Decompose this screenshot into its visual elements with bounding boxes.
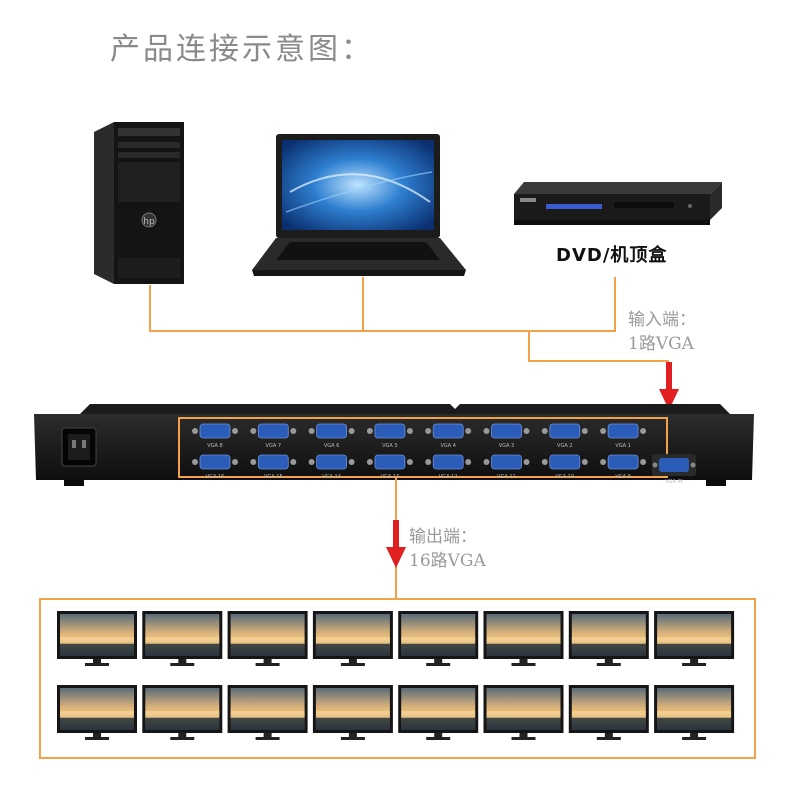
- dvd-settop-box-label: DVD/机顶盒: [556, 241, 667, 267]
- monitor-5: [398, 611, 478, 666]
- wire-input-across: [528, 360, 669, 362]
- output-arrow-icon: [386, 520, 406, 570]
- vga-port-label: VGA 11: [497, 474, 516, 480]
- monitor-10: [142, 685, 222, 740]
- input-label-line1: 输入端：: [628, 308, 696, 332]
- input-label: 输入端： 1路VGA: [628, 308, 696, 356]
- vga-port-label: VGA 2: [557, 443, 573, 449]
- wire-desktop: [149, 285, 151, 332]
- monitor-8: [654, 611, 734, 666]
- monitor-13: [398, 685, 478, 740]
- desktop-computer-icon: hp: [90, 118, 190, 290]
- wire-dvd: [614, 277, 616, 332]
- vga-port-label: VGA 9: [615, 474, 631, 480]
- svg-text:hp: hp: [143, 217, 155, 227]
- vga-port-label: VGA 14: [322, 474, 341, 480]
- monitor-14: [484, 685, 564, 740]
- monitor-9: [57, 685, 137, 740]
- output-label: 输出端： 16路VGA: [409, 525, 486, 573]
- monitors: [39, 598, 756, 759]
- vga-in-port: VGA IN: [652, 454, 696, 485]
- output-label-line2: 16路VGA: [409, 549, 486, 573]
- vga-port-label: VGA 15: [264, 474, 283, 480]
- vga-port-label: VGA 3: [499, 443, 515, 449]
- monitor-7: [569, 611, 649, 666]
- vga-port-label: VGA 10: [555, 474, 574, 480]
- monitor-3: [228, 611, 308, 666]
- wire-input-bus: [149, 330, 616, 332]
- dvd-player-icon: [510, 178, 725, 230]
- monitor-12: [313, 685, 393, 740]
- monitor-2: [142, 611, 222, 666]
- diagram-title: 产品连接示意图：: [110, 24, 374, 68]
- monitor-15: [569, 685, 649, 740]
- wire-laptop: [362, 277, 364, 332]
- wire-input-down: [528, 330, 530, 362]
- output-label-line1: 输出端：: [409, 525, 486, 549]
- monitor-6: [484, 611, 564, 666]
- laptop-icon: [250, 132, 468, 277]
- vga-port-label: VGA 12: [439, 474, 458, 480]
- vga-in-label: VGA IN: [665, 479, 683, 485]
- monitor-1: [57, 611, 137, 666]
- vga-port-label: VGA 6: [324, 443, 340, 449]
- monitor-4: [313, 611, 393, 666]
- monitor-16: [654, 685, 734, 740]
- vga-port-label: VGA 5: [382, 443, 398, 449]
- vga-port-label: VGA 7: [266, 443, 282, 449]
- input-label-line2: 1路VGA: [628, 332, 696, 356]
- vga-port-label: VGA 8: [207, 443, 223, 449]
- vga-port-label: VGA 16: [206, 474, 225, 480]
- monitor-11: [228, 685, 308, 740]
- vga-port-label: VGA 4: [440, 443, 456, 449]
- vga-port-label: VGA 1: [615, 443, 631, 449]
